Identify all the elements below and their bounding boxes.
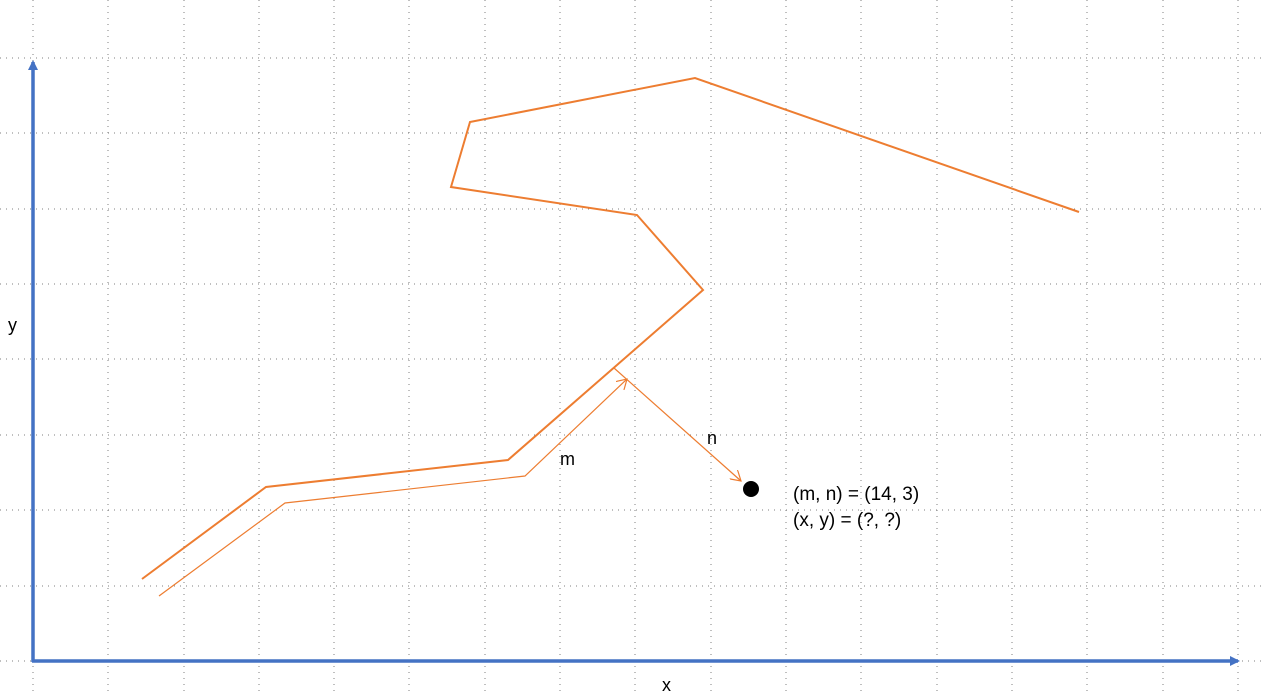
curve-path bbox=[141, 76, 1080, 580]
y-axis-label: y bbox=[8, 315, 17, 335]
m-label: m bbox=[560, 449, 575, 469]
x-axis-label: x bbox=[662, 675, 671, 695]
point-coordinates-mn: (m, n) = (14, 3) bbox=[793, 484, 920, 505]
m-arc-length-arrow bbox=[158, 379, 627, 597]
n-normal-offset-arrow bbox=[613, 367, 741, 481]
n-label: n bbox=[707, 428, 718, 448]
point-coordinates-xy: (x, y) = (?, ?) bbox=[793, 510, 902, 531]
target-point bbox=[743, 481, 759, 497]
